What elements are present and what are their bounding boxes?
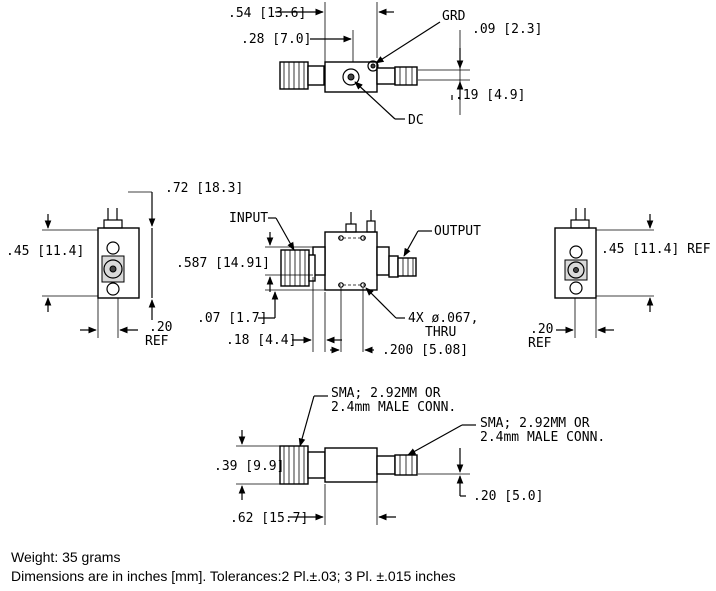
front-view: INPUT OUTPUT .587 [14.91] .07 [1.7] .18 … xyxy=(176,210,481,358)
right-dim-045-ref: .45 [11.4] REF xyxy=(601,242,711,257)
left-dim-072: .72 [18.3] xyxy=(165,181,243,196)
front-dim-0200: .200 [5.08] xyxy=(382,343,468,358)
right-side-view: .45 [11.4] REF .20 REF xyxy=(528,208,711,351)
label-input: INPUT xyxy=(229,211,268,226)
dim-054: .54 [13.6] xyxy=(228,6,306,21)
left-dim-045: .45 [11.4] xyxy=(6,244,84,259)
right-dim-020: .20 xyxy=(530,322,553,337)
bottom-dim-039: .39 [9.9] xyxy=(214,459,284,474)
dimensions-note: Dimensions are in inches [mm]. Tolerance… xyxy=(11,568,456,584)
front-dim-007: .07 [1.7] xyxy=(197,311,267,326)
sma-left-1: SMA; 2.92MM OR xyxy=(331,386,441,401)
dim-019: .19 [4.9] xyxy=(455,88,525,103)
dim-009: .09 [2.3] xyxy=(472,22,542,37)
weight-note: Weight: 35 grams xyxy=(11,549,121,565)
front-dim-0587: .587 [14.91] xyxy=(176,256,270,271)
left-dim-020: .20 xyxy=(149,320,172,335)
right-ref: REF xyxy=(528,336,552,351)
holes-callout-2: THRU xyxy=(425,325,456,340)
sma-right-2: 2.4mm MALE CONN. xyxy=(480,430,605,445)
sma-right-1: SMA; 2.92MM OR xyxy=(480,416,590,431)
bottom-dim-020: .20 [5.0] xyxy=(473,489,543,504)
label-output: OUTPUT xyxy=(434,224,481,239)
top-view: .54 [13.6] .28 [7.0] GRD .09 [2.3] .19 [… xyxy=(228,2,542,128)
left-side-view: .72 [18.3] .45 [11.4] .20 REF xyxy=(6,181,243,349)
label-grd: GRD xyxy=(442,9,466,24)
dim-028: .28 [7.0] xyxy=(241,32,311,47)
label-dc: DC xyxy=(408,113,424,128)
front-dim-018: .18 [4.4] xyxy=(226,333,296,348)
bottom-dim-062: .62 [15.7] xyxy=(230,511,308,526)
holes-callout-1: 4X ø.067, xyxy=(408,311,478,326)
left-ref: REF xyxy=(145,334,169,349)
bottom-view: SMA; 2.92MM OR 2.4mm MALE CONN. SMA; 2.9… xyxy=(214,386,605,526)
sma-left-2: 2.4mm MALE CONN. xyxy=(331,400,456,415)
